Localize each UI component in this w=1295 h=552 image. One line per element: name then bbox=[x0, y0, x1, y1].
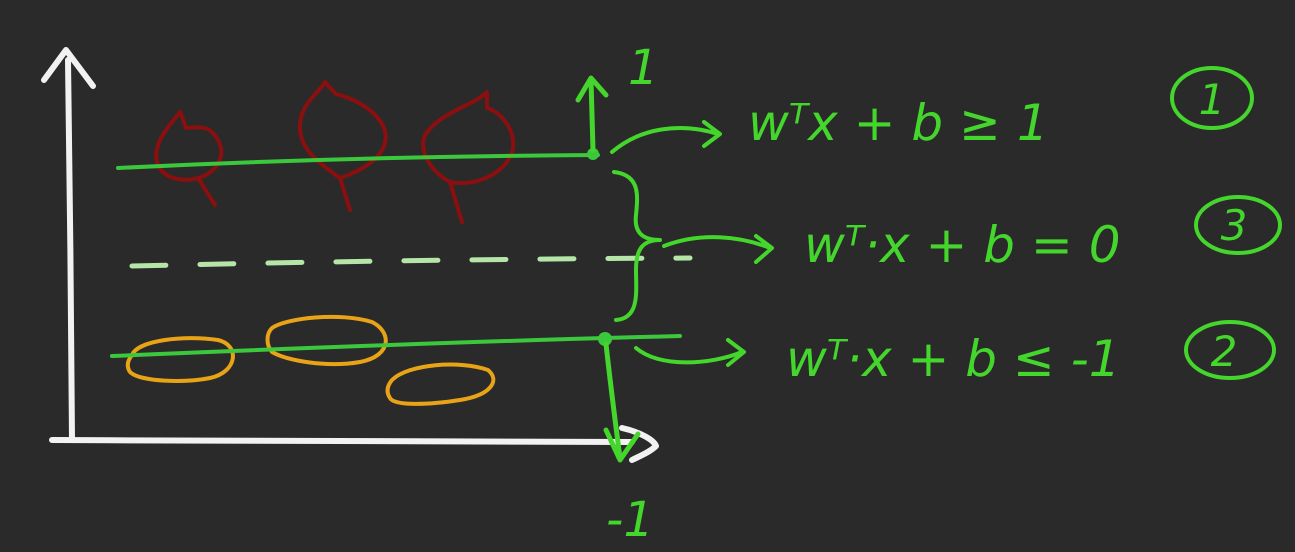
y-axis-arrowhead bbox=[41, 47, 96, 89]
pointer-arrow-3-head bbox=[754, 234, 774, 264]
equation-positive-margin: wᵀx + b ≥ 1 bbox=[748, 94, 1049, 152]
margin-brace bbox=[612, 170, 662, 322]
positive-point bbox=[154, 110, 224, 207]
x-axis bbox=[49, 437, 635, 445]
label-positive-one: 1 bbox=[628, 40, 659, 96]
y-axis bbox=[65, 57, 75, 443]
equation-negative-margin: wᵀ·x + b ≤ -1 bbox=[786, 330, 1121, 388]
negative-point bbox=[125, 336, 235, 383]
marker-3: 3 bbox=[1194, 195, 1282, 255]
equation-decision-boundary: wᵀ·x + b = 0 bbox=[804, 216, 1121, 274]
positive-class-points bbox=[154, 80, 516, 224]
negative-point bbox=[385, 362, 496, 406]
marker-1-label: 1 bbox=[1199, 75, 1226, 124]
negative-margin-line bbox=[110, 334, 682, 358]
positive-margin-point bbox=[587, 148, 599, 160]
marker-3-label: 3 bbox=[1221, 201, 1248, 250]
pointer-arrow-2-head bbox=[726, 338, 746, 367]
pointer-arrow-1-head bbox=[702, 120, 722, 148]
marker-2-label: 2 bbox=[1211, 327, 1238, 376]
decision-boundary bbox=[129, 255, 693, 269]
up-normal-arrow bbox=[575, 75, 609, 153]
positive-point bbox=[421, 90, 516, 224]
pointer-arrow-3 bbox=[662, 235, 772, 250]
marker-1: 1 bbox=[1170, 66, 1254, 130]
marker-2: 2 bbox=[1184, 320, 1276, 380]
positive-point bbox=[297, 80, 388, 212]
down-normal-arrow bbox=[603, 341, 641, 463]
label-negative-one: -1 bbox=[606, 492, 654, 548]
negative-class-points bbox=[125, 314, 496, 406]
pointer-arrow-1 bbox=[610, 126, 720, 154]
negative-point bbox=[265, 314, 388, 367]
pointer-arrow-2 bbox=[634, 346, 744, 365]
axes bbox=[41, 47, 659, 463]
positive-margin-line bbox=[116, 153, 600, 170]
negative-margin-point bbox=[598, 332, 612, 346]
pointer-arrows bbox=[610, 120, 774, 367]
